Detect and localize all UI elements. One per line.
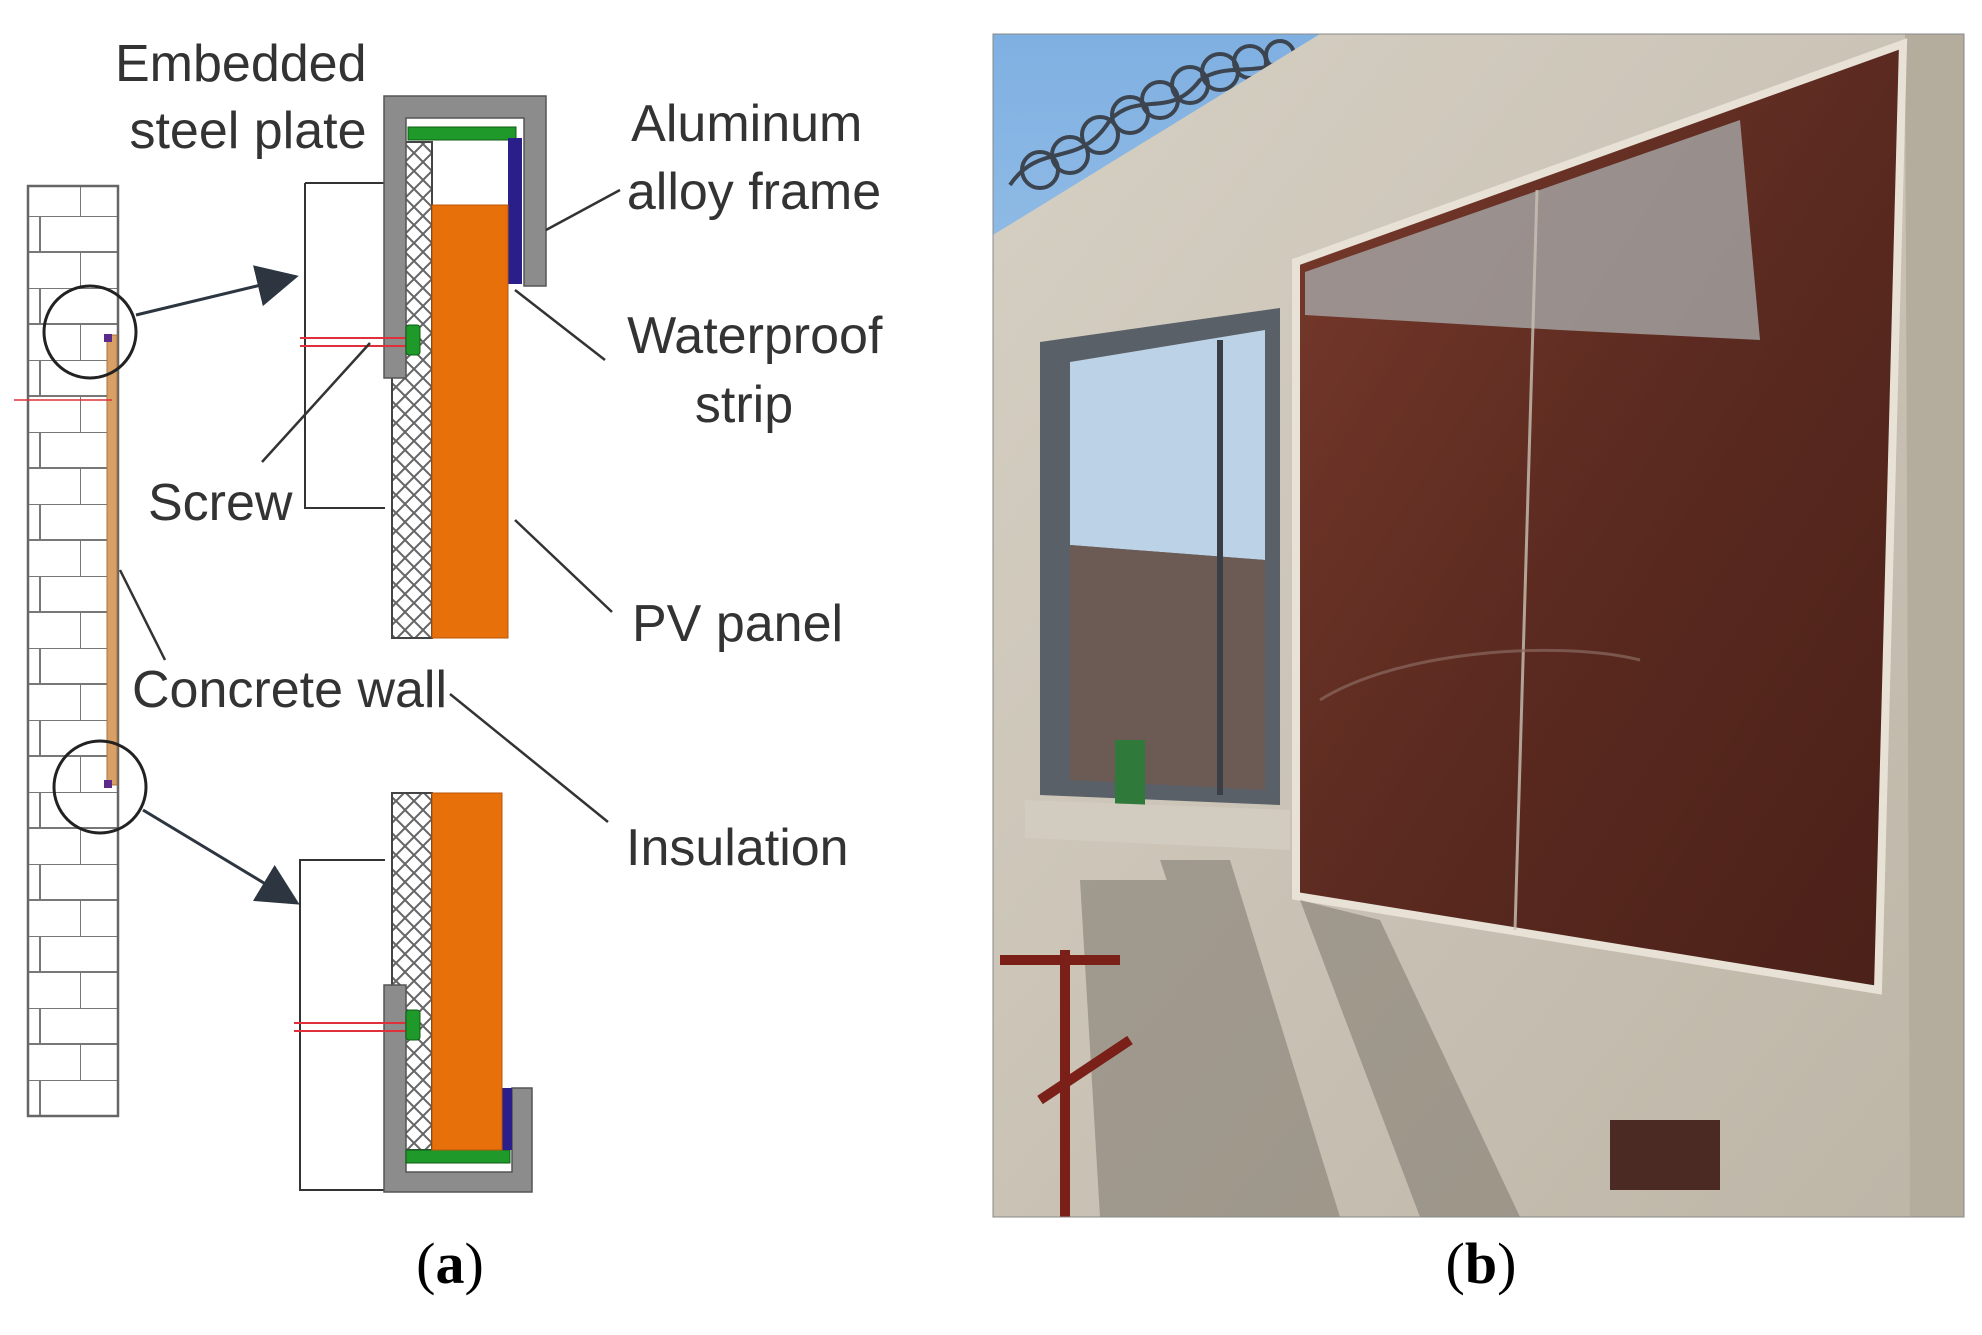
detail-circle-bottom (52, 739, 148, 835)
screw-head-bottom (405, 1009, 421, 1041)
waterproof-strip-top (508, 138, 522, 284)
gasket-bottom (405, 1149, 511, 1164)
wall-mounting-plank (106, 334, 118, 786)
pv-panel-bottom (431, 792, 503, 1151)
label-insulation: Insulation (626, 819, 849, 877)
detail-arrow-top (135, 265, 299, 317)
aluminum-frame-top (383, 95, 547, 379)
label-concrete-wall: Concrete wall (132, 661, 447, 719)
top-detail (300, 95, 547, 639)
detail-arrow-bottom (142, 808, 300, 905)
detail-circle-top (42, 284, 138, 380)
label-pv-panel: PV panel (632, 595, 843, 653)
photo-scaffold (1000, 950, 1133, 1217)
panel-a-diagram: Embedded steel plate Aluminum alloy fram… (14, 35, 897, 1296)
concrete-wall-bricks (26, 184, 120, 1118)
photo-shadows (1080, 860, 1520, 1217)
caption-a: (a) (416, 1231, 484, 1296)
pv-panel-top (431, 204, 509, 639)
label-aluminum-alloy-frame: Aluminum alloy frame (627, 95, 881, 221)
gasket-top (407, 126, 517, 141)
panel-b-photo: (b) (992, 33, 1965, 1296)
screw-head-top (405, 324, 421, 356)
leader-lines (118, 188, 621, 823)
bottom-detail (294, 792, 533, 1193)
label-embedded-steel-plate: Embedded steel plate (115, 35, 381, 160)
label-screw: Screw (148, 474, 293, 532)
caption-b: (b) (1446, 1231, 1517, 1296)
photo-rebar-coil (1008, 39, 1296, 190)
label-waterproof-strip: Waterproof strip (627, 307, 897, 434)
